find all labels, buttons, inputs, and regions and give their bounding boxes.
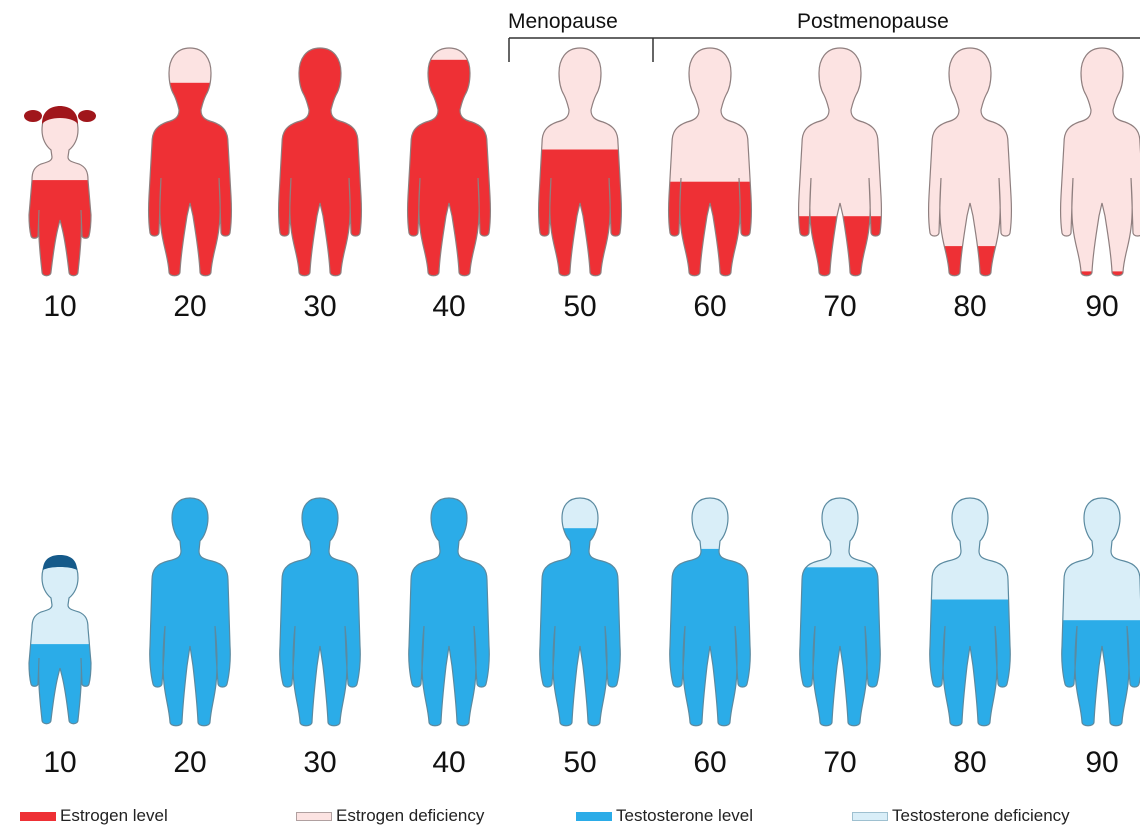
legend-label: Testosterone level <box>616 806 753 826</box>
deficiency-fill <box>29 556 91 724</box>
level-fill <box>790 216 890 282</box>
age-label: 60 <box>693 746 726 779</box>
legend-label: Estrogen level <box>60 806 168 826</box>
age-label: 70 <box>823 746 856 779</box>
age-label: 90 <box>1085 290 1118 323</box>
age-label: 90 <box>1085 746 1118 779</box>
age-label: 80 <box>953 290 986 323</box>
age-label: 20 <box>173 290 206 323</box>
menopause-label: Menopause <box>508 10 618 33</box>
male-row: 10 20 30 40 50 60 70 80 90 <box>10 496 1140 779</box>
female-figure-30 <box>270 46 370 282</box>
female-figure-10 <box>10 106 110 284</box>
level-fill <box>140 83 240 282</box>
legend-estrogen-level: Estrogen level <box>20 804 168 828</box>
male-figure-50 <box>530 498 630 732</box>
deficiency-fill <box>929 48 1012 276</box>
level-fill <box>530 150 630 283</box>
age-label: 80 <box>953 746 986 779</box>
level-fill <box>10 180 110 284</box>
level-fill <box>270 496 370 732</box>
male-figure-30 <box>270 496 370 732</box>
age-label: 40 <box>432 290 465 323</box>
male-figure-90 <box>1052 498 1140 732</box>
male-figure-40 <box>399 496 499 732</box>
legend-testosterone-level: Testosterone level <box>576 804 753 828</box>
age-label: 10 <box>43 290 76 323</box>
age-label: 60 <box>693 290 726 323</box>
female-row: 10 20 30 40 50 60 70 80 90 <box>10 46 1140 323</box>
female-figure-40 <box>399 48 499 282</box>
level-fill <box>140 496 240 732</box>
legend-label: Testosterone deficiency <box>892 806 1070 826</box>
phase-bracket: Menopause Postmenopause <box>508 10 1140 62</box>
estrogen-deficiency-swatch <box>296 812 332 821</box>
female-figure-70 <box>790 48 890 282</box>
age-label: 30 <box>303 290 336 323</box>
age-label: 50 <box>563 746 596 779</box>
female-figure-20 <box>140 48 240 282</box>
level-fill <box>1052 271 1140 282</box>
female-figure-90 <box>1052 48 1140 282</box>
age-label: 30 <box>303 746 336 779</box>
level-fill <box>270 46 370 282</box>
level-fill <box>920 600 1020 733</box>
legend: Estrogen level Estrogen deficiency Testo… <box>0 804 1140 828</box>
level-fill <box>920 246 1020 282</box>
deficiency-fill <box>1062 498 1140 726</box>
age-label: 40 <box>432 746 465 779</box>
level-fill <box>660 549 760 732</box>
male-figure-70 <box>790 498 890 732</box>
male-figure-10 <box>10 555 110 732</box>
female-figure-50 <box>530 48 630 282</box>
female-figure-80 <box>920 48 1020 282</box>
deficiency-fill <box>1061 48 1140 276</box>
age-label: 50 <box>563 290 596 323</box>
male-figure-60 <box>660 498 760 732</box>
level-fill <box>399 496 499 732</box>
male-figure-80 <box>920 498 1020 732</box>
legend-testosterone-deficiency: Testosterone deficiency <box>852 804 1070 828</box>
age-label: 70 <box>823 290 856 323</box>
legend-estrogen-deficiency: Estrogen deficiency <box>296 804 484 828</box>
age-label: 10 <box>43 746 76 779</box>
testosterone-level-swatch <box>576 812 612 821</box>
male-figure-20 <box>140 496 240 732</box>
female-figure-60 <box>660 48 760 282</box>
level-fill <box>530 528 630 732</box>
legend-label: Estrogen deficiency <box>336 806 484 826</box>
deficiency-fill <box>669 48 752 276</box>
level-fill <box>10 644 110 732</box>
age-label: 20 <box>173 746 206 779</box>
deficiency-fill <box>799 48 882 276</box>
testosterone-deficiency-swatch <box>852 812 888 821</box>
level-fill <box>660 182 760 282</box>
level-fill <box>399 60 499 282</box>
estrogen-level-swatch <box>20 812 56 821</box>
postmenopause-label: Postmenopause <box>797 10 949 33</box>
